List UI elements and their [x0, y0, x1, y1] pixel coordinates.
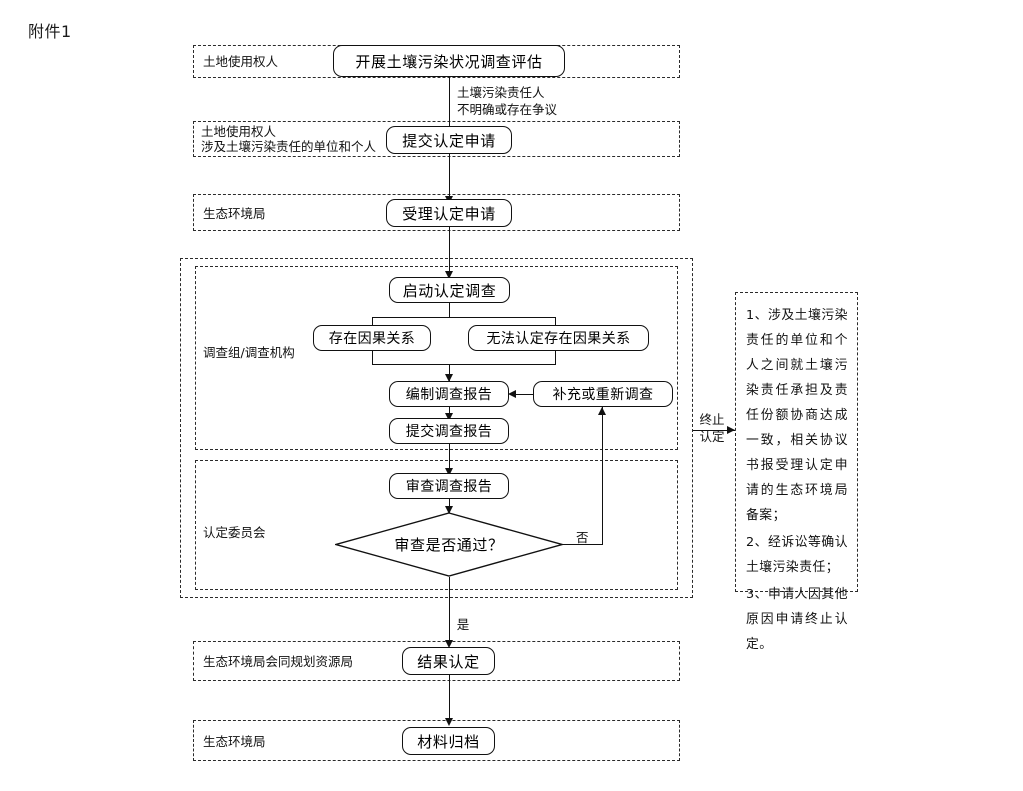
- attachment-label: 附件1: [28, 22, 72, 41]
- group-investigation-and-committee: [180, 258, 693, 598]
- connector-survey-to-submit: [448, 77, 450, 136]
- lane-label-land-user-and-parties: 土地使用权人 涉及土壤污染责任的单位和个人: [201, 124, 377, 154]
- connector-start-split-stem: [448, 303, 450, 318]
- side-note-item-3: 3、申请人因其他原因申请终止认定。: [746, 587, 848, 652]
- arrowhead-result-to-archive: [444, 718, 453, 726]
- connector-split-to-causal-exists: [372, 317, 374, 330]
- decision-pass-label: 审查是否通过？: [394, 536, 504, 554]
- node-causal-undetermined[interactable]: 无法认定存在因果关系: [468, 325, 649, 351]
- connector-yes-branch: [448, 577, 450, 646]
- lane-label-determination-committee: 认定委员会: [203, 525, 266, 540]
- diamond-shape: [335, 512, 563, 577]
- edge-label-terminate-determination: 终止 认定: [699, 412, 725, 444]
- side-note-panel: 1、涉及土壤污染责任的单位和个人之间就土壤污染责任承担及责任份额协商达成一致，相…: [735, 292, 858, 652]
- arrowhead-yes-branch: [444, 640, 453, 648]
- connector-causal-undetermined-down: [555, 351, 557, 365]
- lane-eco-bureau-archive: [193, 720, 680, 761]
- lane-determination-committee: [195, 460, 678, 590]
- connector-no-branch-horizontal: [562, 544, 603, 546]
- node-accept-application[interactable]: 受理认定申请: [386, 199, 512, 227]
- arrowhead-submit-report-to-review: [444, 468, 453, 476]
- node-result-determination[interactable]: 结果认定: [402, 647, 495, 675]
- side-note-item-2: 2、经诉讼等确认土壤污染责任；: [746, 535, 848, 575]
- node-supplement-or-reinvestigate[interactable]: 补充或重新调查: [533, 381, 673, 407]
- lane-label-investigation-group: 调查组/调查机构: [203, 345, 295, 360]
- arrowhead-compile-to-submit-report: [444, 413, 453, 421]
- connector-no-branch-vertical: [602, 407, 604, 544]
- connector-split-to-causal-undetermined: [555, 317, 557, 330]
- lane-label-eco-bureau-accept: 生态环境局: [203, 206, 266, 221]
- connector-supplement-to-compile: [511, 393, 534, 395]
- arrowhead-no-branch-to-supplement: [598, 407, 606, 415]
- node-start-investigation[interactable]: 启动认定调查: [389, 277, 510, 303]
- arrowhead-terminate-to-note: [727, 425, 735, 434]
- lane-investigation-group: [195, 266, 678, 450]
- connector-start-split-bar: [372, 317, 556, 319]
- connector-accept-to-start: [448, 227, 450, 277]
- decision-pass-diamond[interactable]: 审查是否通过？: [335, 512, 563, 577]
- arrowhead-merge-to-compile: [444, 374, 453, 382]
- connector-submit-to-accept: [448, 154, 450, 202]
- lane-label-eco-bureau-with-planning: 生态环境局会同规划资源局: [203, 654, 354, 669]
- connector-merge-to-compile: [448, 364, 450, 381]
- connector-submit-report-to-review: [448, 444, 450, 474]
- arrowhead-review-to-decision: [444, 506, 453, 514]
- connector-terminate-to-note: [693, 429, 735, 431]
- lane-label-eco-bureau-archive: 生态环境局: [203, 734, 266, 749]
- node-compile-report[interactable]: 编制调查报告: [389, 381, 509, 407]
- lane-label-land-user: 土地使用权人: [203, 54, 279, 69]
- connector-result-to-archive: [448, 675, 450, 724]
- arrowhead-accept-to-start: [444, 271, 453, 279]
- edge-label-yes: 是: [456, 617, 470, 632]
- lane-land-user-and-parties: [193, 121, 680, 157]
- lane-eco-bureau-accept: [193, 194, 680, 231]
- connector-causal-exists-down: [372, 351, 374, 365]
- node-causal-exists[interactable]: 存在因果关系: [313, 325, 431, 351]
- arrowhead-supplement-to-compile: [508, 389, 516, 398]
- edge-label-no: 否: [576, 530, 589, 545]
- node-submit-report[interactable]: 提交调查报告: [389, 418, 509, 444]
- edge-label-responsible-party-unclear: 土壤污染责任人 不明确或存在争议: [457, 85, 558, 117]
- node-submit-application[interactable]: 提交认定申请: [386, 126, 512, 154]
- node-archive-materials[interactable]: 材料归档: [402, 727, 495, 755]
- node-review-report[interactable]: 审查调查报告: [389, 473, 509, 499]
- node-survey-assessment[interactable]: 开展土壤污染状况调查评估: [333, 45, 565, 77]
- lane-eco-bureau-with-planning: [193, 641, 680, 681]
- connector-merge-bar: [372, 364, 556, 366]
- side-note-item-1: 1、涉及土壤污染责任的单位和个人之间就土壤污染责任承担及责任份额协商达成一致，相…: [746, 308, 848, 523]
